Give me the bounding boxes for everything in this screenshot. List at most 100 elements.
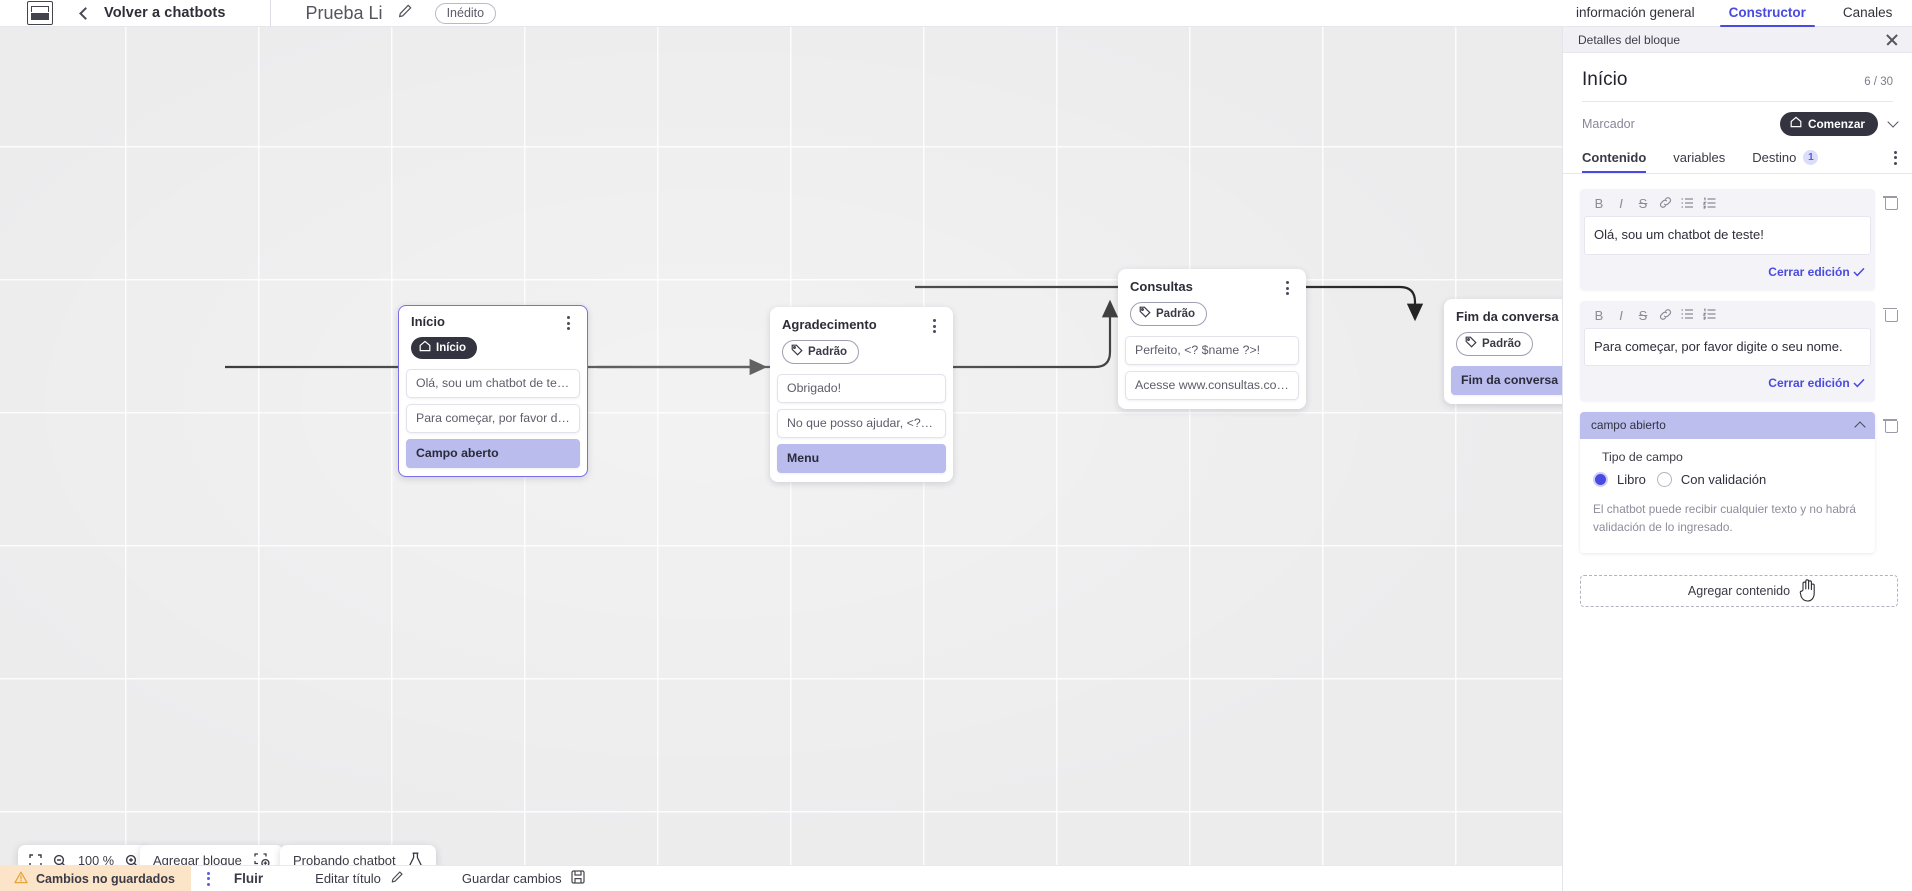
link-icon[interactable] <box>1654 308 1676 323</box>
flow-node-field[interactable]: Menu <box>777 444 946 473</box>
block-count: 6 / 30 <box>1864 76 1893 88</box>
chevron-down-icon[interactable] <box>1887 116 1899 128</box>
trash-icon[interactable] <box>1882 305 1898 322</box>
close-edit-button[interactable]: Cerrar edición <box>1768 265 1865 279</box>
radio-con-validación[interactable]: Con validación <box>1656 472 1766 487</box>
panel-tab-label: variables <box>1673 150 1726 165</box>
chevron-up-icon[interactable] <box>1854 420 1866 433</box>
strikethrough-icon[interactable]: S <box>1638 307 1648 323</box>
panel-divider <box>1582 101 1893 102</box>
radio-label: Libro <box>1617 472 1646 487</box>
flow-node-message[interactable]: Acesse www.consultas.com par… <box>1125 371 1299 400</box>
flow-node-message[interactable]: Para começar, por favor digite o … <box>406 404 580 434</box>
block-details-panel: Detalles del bloque Início 6 / 30 Marcad… <box>1562 27 1912 891</box>
field-block-header-label: campo abierto <box>1591 418 1666 432</box>
tab-constructor[interactable]: Constructor <box>1719 5 1816 27</box>
field-help-text: El chatbot puede recibir cualquier texto… <box>1593 502 1856 535</box>
kebab-menu-icon[interactable] <box>206 871 210 886</box>
message-text-input[interactable]: Olá, sou um chatbot de teste! <box>1584 216 1871 255</box>
marker-value-pill[interactable]: Comenzar <box>1779 112 1878 136</box>
tag-icon <box>791 344 803 359</box>
top-right-tabs: información general Constructor Canales <box>1562 0 1912 27</box>
flow-node-tag-label: Padrão <box>808 345 847 358</box>
zoom-out-icon[interactable] <box>53 854 67 865</box>
bold-icon[interactable]: B <box>1594 307 1604 323</box>
flow-node-message[interactable]: No que posso ajudar, <? $name … <box>777 409 946 438</box>
numbered-list-icon[interactable] <box>1698 308 1720 322</box>
flow-node-field[interactable]: Campo aberto <box>406 439 580 469</box>
editor-footer: Cerrar edición <box>1584 255 1871 286</box>
radio-dot <box>1593 472 1608 487</box>
add-content-button[interactable]: Agregar contenido <box>1580 574 1898 607</box>
zoom-toolbar[interactable]: 100 % <box>18 845 150 865</box>
status-badge: Inédito <box>434 2 497 24</box>
strikethrough-icon[interactable]: S <box>1638 196 1648 211</box>
block-title: Início <box>1582 69 1628 90</box>
kebab-menu-icon[interactable] <box>1280 279 1294 295</box>
numbered-list-icon[interactable] <box>1698 197 1720 211</box>
pencil-icon[interactable] <box>397 3 413 24</box>
editor-footer: Cerrar edición <box>1584 366 1871 397</box>
tab-canales[interactable]: Canales <box>1842 5 1893 20</box>
radio-dot <box>1656 472 1672 487</box>
flow-node-field[interactable]: Fim da conversa <box>1451 366 1562 395</box>
panel-tab-label: Destino <box>1752 150 1797 165</box>
flow-node-message[interactable]: Olá, sou um chatbot de teste! <box>406 369 580 399</box>
zoom-in-icon[interactable] <box>125 854 139 865</box>
close-edit-button[interactable]: Cerrar edición <box>1768 376 1865 390</box>
marker-value-label: Comenzar <box>1807 116 1865 131</box>
trash-icon[interactable] <box>1882 193 1898 210</box>
page-title: Prueba Li <box>305 2 383 23</box>
bullet-list-icon[interactable] <box>1676 197 1698 211</box>
bold-icon[interactable]: B <box>1594 196 1604 211</box>
flow-node-title: Início <box>411 314 445 330</box>
mouse-cursor <box>1798 578 1820 609</box>
radio-libro[interactable]: Libro <box>1593 472 1646 487</box>
panel-tab-contenido[interactable]: Contenido <box>1582 150 1647 173</box>
tab-información-general[interactable]: información general <box>1576 5 1695 20</box>
link-icon[interactable] <box>1654 196 1676 211</box>
kebab-menu-icon[interactable] <box>927 317 941 333</box>
add-block-button[interactable]: Agregar bloque <box>140 845 283 865</box>
message-text-input[interactable]: Para começar, por favor digite o seu nom… <box>1584 327 1871 366</box>
kebab-menu-icon[interactable] <box>1894 150 1897 165</box>
flow-node-message[interactable]: Obrigado! <box>777 374 946 403</box>
back-to-chatbots-link[interactable]: Volver a chatbots <box>104 5 226 21</box>
home-icon <box>419 340 431 355</box>
bullet-list-icon[interactable] <box>1676 308 1698 322</box>
panel-header: Detalles del bloque <box>1563 27 1912 53</box>
field-block-header[interactable]: campo abierto <box>1580 412 1875 439</box>
flask-icon <box>408 852 423 865</box>
italic-icon[interactable]: I <box>1619 307 1623 323</box>
panel-tab-variables[interactable]: variables <box>1673 150 1725 173</box>
panel-tabs-divider <box>1563 173 1912 174</box>
italic-icon[interactable]: I <box>1619 196 1623 211</box>
flow-node-tag: Padrão <box>1456 332 1533 356</box>
warning-triangle-icon <box>14 871 28 887</box>
kebab-menu-icon[interactable] <box>561 314 575 331</box>
edit-title-label: Editar título <box>315 871 381 886</box>
tab-flow[interactable]: Fluir <box>230 867 267 891</box>
trash-icon[interactable] <box>1882 416 1898 433</box>
fit-screen-icon[interactable] <box>29 854 42 865</box>
close-icon[interactable] <box>1885 33 1899 47</box>
edit-title-button[interactable]: Editar título <box>315 870 404 887</box>
flow-node-title: Consultas <box>1130 279 1193 294</box>
panel-header-title: Detalles del bloque <box>1578 32 1681 47</box>
flow-node-message[interactable]: Perfeito, <? $name ?>! <box>1125 336 1299 365</box>
chevron-left-icon[interactable] <box>79 6 92 20</box>
save-changes-button[interactable]: Guardar cambios <box>462 870 585 887</box>
test-chatbot-button[interactable]: Probando chatbot <box>280 845 436 865</box>
